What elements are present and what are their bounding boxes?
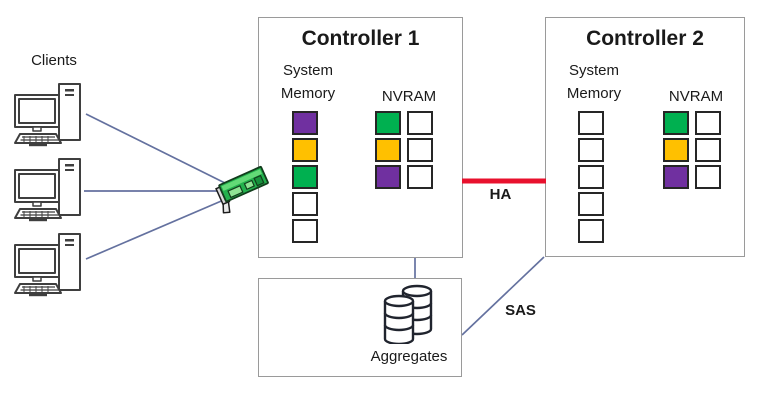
memory-cell-white — [292, 219, 318, 243]
memory-cell-gold — [663, 138, 689, 162]
controller2-nvram-cells — [663, 111, 721, 189]
memory-cell-green — [292, 165, 318, 189]
memory-cell-green — [375, 111, 401, 135]
memory-cell-green — [663, 111, 689, 135]
memory-cell-white — [695, 138, 721, 162]
memory-cell-white — [407, 138, 433, 162]
sas-link-line — [461, 256, 545, 336]
controller1-box — [258, 17, 463, 258]
controller2-system-memory-label: System Memory — [566, 62, 622, 102]
controller2-nvram-label: NVRAM — [668, 88, 724, 105]
memory-cell-gold — [375, 138, 401, 162]
aggregates-database-icon — [383, 284, 433, 344]
controller1-nvram-cells — [375, 111, 433, 189]
controller1-system-memory-cells — [292, 111, 318, 243]
controller2-title: Controller 2 — [586, 27, 704, 50]
memory-cell-white — [578, 165, 604, 189]
ha-link-label: HA — [489, 186, 512, 203]
memory-cell-white — [292, 192, 318, 216]
client-computer-icon — [14, 83, 81, 147]
aggregates-label: Aggregates — [370, 348, 448, 365]
memory-cell-white — [407, 165, 433, 189]
memory-cell-purple — [292, 111, 318, 135]
memory-cell-white — [578, 138, 604, 162]
clients-label: Clients — [31, 52, 77, 69]
controller1-system-memory-label: System Memory — [280, 62, 336, 102]
controller1-nvram-label: NVRAM — [381, 88, 437, 105]
sas-link-label: SAS — [505, 302, 536, 319]
memory-cell-purple — [375, 165, 401, 189]
controller2-system-memory-cells — [578, 111, 604, 243]
memory-cell-white — [578, 192, 604, 216]
client-computer-icon — [14, 158, 81, 222]
client-computer-icon — [14, 233, 81, 297]
memory-cell-white — [578, 111, 604, 135]
memory-cell-gold — [292, 138, 318, 162]
controller2-box — [545, 17, 745, 257]
client3-connection-line — [85, 195, 234, 260]
memory-cell-white — [695, 111, 721, 135]
controller1-title: Controller 1 — [301, 27, 420, 50]
memory-cell-white — [695, 165, 721, 189]
memory-cell-purple — [663, 165, 689, 189]
memory-cell-white — [407, 111, 433, 135]
memory-cell-white — [578, 219, 604, 243]
client1-connection-line — [85, 113, 234, 188]
